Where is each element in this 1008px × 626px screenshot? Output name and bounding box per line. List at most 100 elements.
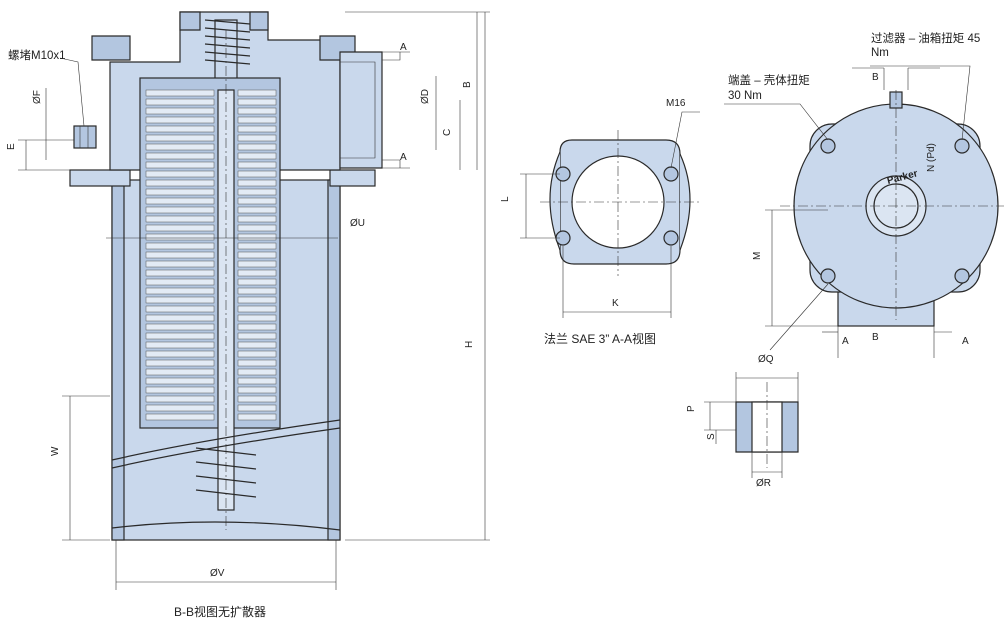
torque-filter-tank-line1: 过滤器 – 油箱扭矩 45 xyxy=(871,31,980,45)
flange-bolt-4 xyxy=(663,230,679,246)
cover-bolt-left xyxy=(179,11,201,31)
pleat xyxy=(145,305,215,313)
pleat xyxy=(145,107,215,115)
pleat xyxy=(145,143,215,151)
dim-a-bottom: A xyxy=(400,152,407,163)
torque-filter-tank-line2: Nm xyxy=(871,47,889,59)
top-view: Parker xyxy=(780,90,1004,327)
dim-h: H xyxy=(464,341,475,348)
thread-label: M16 xyxy=(666,98,686,109)
bowl-wall-left xyxy=(111,179,125,541)
head-bolt-2 xyxy=(954,138,970,154)
dim-b-section: B xyxy=(462,81,473,88)
pleat xyxy=(145,341,215,349)
pleat xyxy=(237,269,277,277)
dim-e: E xyxy=(6,143,17,150)
pleat xyxy=(145,314,215,322)
pleat xyxy=(237,215,277,223)
pleat xyxy=(145,377,215,385)
pleat xyxy=(145,386,215,394)
dim-r: ØR xyxy=(756,478,771,489)
dim-w: W xyxy=(50,446,61,456)
drain-plug xyxy=(73,125,97,149)
dim-n: N (Pd) xyxy=(926,143,937,172)
outlet-bore xyxy=(340,61,376,159)
pleat xyxy=(145,296,215,304)
pleat xyxy=(237,305,277,313)
pleat xyxy=(237,377,277,385)
dim-a-top-view-left: A xyxy=(842,336,849,347)
pleat xyxy=(237,314,277,322)
dim-m: M xyxy=(752,252,763,260)
pleat xyxy=(237,359,277,367)
pleat xyxy=(237,332,277,340)
dim-a-top: A xyxy=(400,42,407,53)
pleat xyxy=(145,404,215,412)
bowl-wall-right xyxy=(327,179,341,541)
pleat xyxy=(237,350,277,358)
flange-view xyxy=(540,130,700,276)
pleat xyxy=(237,152,277,160)
pleat xyxy=(145,350,215,358)
dim-a-top-view-right: A xyxy=(962,336,969,347)
pleat xyxy=(145,188,215,196)
dim-c: C xyxy=(442,129,453,136)
pleat xyxy=(237,224,277,232)
pleat xyxy=(237,170,277,178)
torque-cover-line2: 30 Nm xyxy=(728,90,762,102)
pleat xyxy=(237,287,277,295)
pleat xyxy=(237,143,277,151)
pleat xyxy=(145,413,215,421)
pleat xyxy=(237,341,277,349)
pleat xyxy=(145,134,215,142)
pleat xyxy=(237,98,277,106)
torque-cover-line1: 端盖 – 壳体扭矩 xyxy=(728,73,810,87)
pleat xyxy=(145,269,215,277)
pleat xyxy=(237,134,277,142)
mount-flange-right xyxy=(329,169,376,187)
pleat xyxy=(145,251,215,259)
pleat xyxy=(145,278,215,286)
pleat xyxy=(237,125,277,133)
dimension-lines xyxy=(18,11,971,590)
break-line-1 xyxy=(111,419,341,461)
pleat xyxy=(237,278,277,286)
pleat xyxy=(145,206,215,214)
pleat xyxy=(237,107,277,115)
element-pleats xyxy=(145,89,277,421)
pleat xyxy=(145,179,215,187)
dim-u: ØU xyxy=(350,218,365,229)
pleat xyxy=(237,89,277,97)
section-view-caption: B-B视图无扩散器 xyxy=(174,604,266,619)
break-line-2 xyxy=(111,427,341,469)
dim-p: P xyxy=(686,405,697,412)
pleat xyxy=(237,161,277,169)
pleat xyxy=(237,395,277,403)
mount-flange-left xyxy=(69,169,131,187)
pleat xyxy=(237,413,277,421)
pleat xyxy=(145,116,215,124)
pleat xyxy=(237,296,277,304)
pleat xyxy=(145,242,215,250)
pleat xyxy=(145,98,215,106)
pleat xyxy=(237,116,277,124)
pleat xyxy=(237,386,277,394)
pleat xyxy=(145,260,215,268)
port-detail xyxy=(735,382,799,468)
head-bolt-1 xyxy=(820,138,836,154)
pleat xyxy=(145,197,215,205)
pleat xyxy=(145,332,215,340)
pleat xyxy=(237,242,277,250)
pleat xyxy=(237,251,277,259)
pleat xyxy=(237,404,277,412)
pleat xyxy=(145,368,215,376)
dim-f: ØF xyxy=(32,90,43,104)
dim-l: L xyxy=(500,196,511,202)
flange-bolt-2 xyxy=(663,166,679,182)
dim-b-top: B xyxy=(872,72,879,83)
plug-label: 螺堵M10x1 xyxy=(8,48,66,62)
pleat xyxy=(145,152,215,160)
bypass-spring-bottom xyxy=(195,447,257,498)
